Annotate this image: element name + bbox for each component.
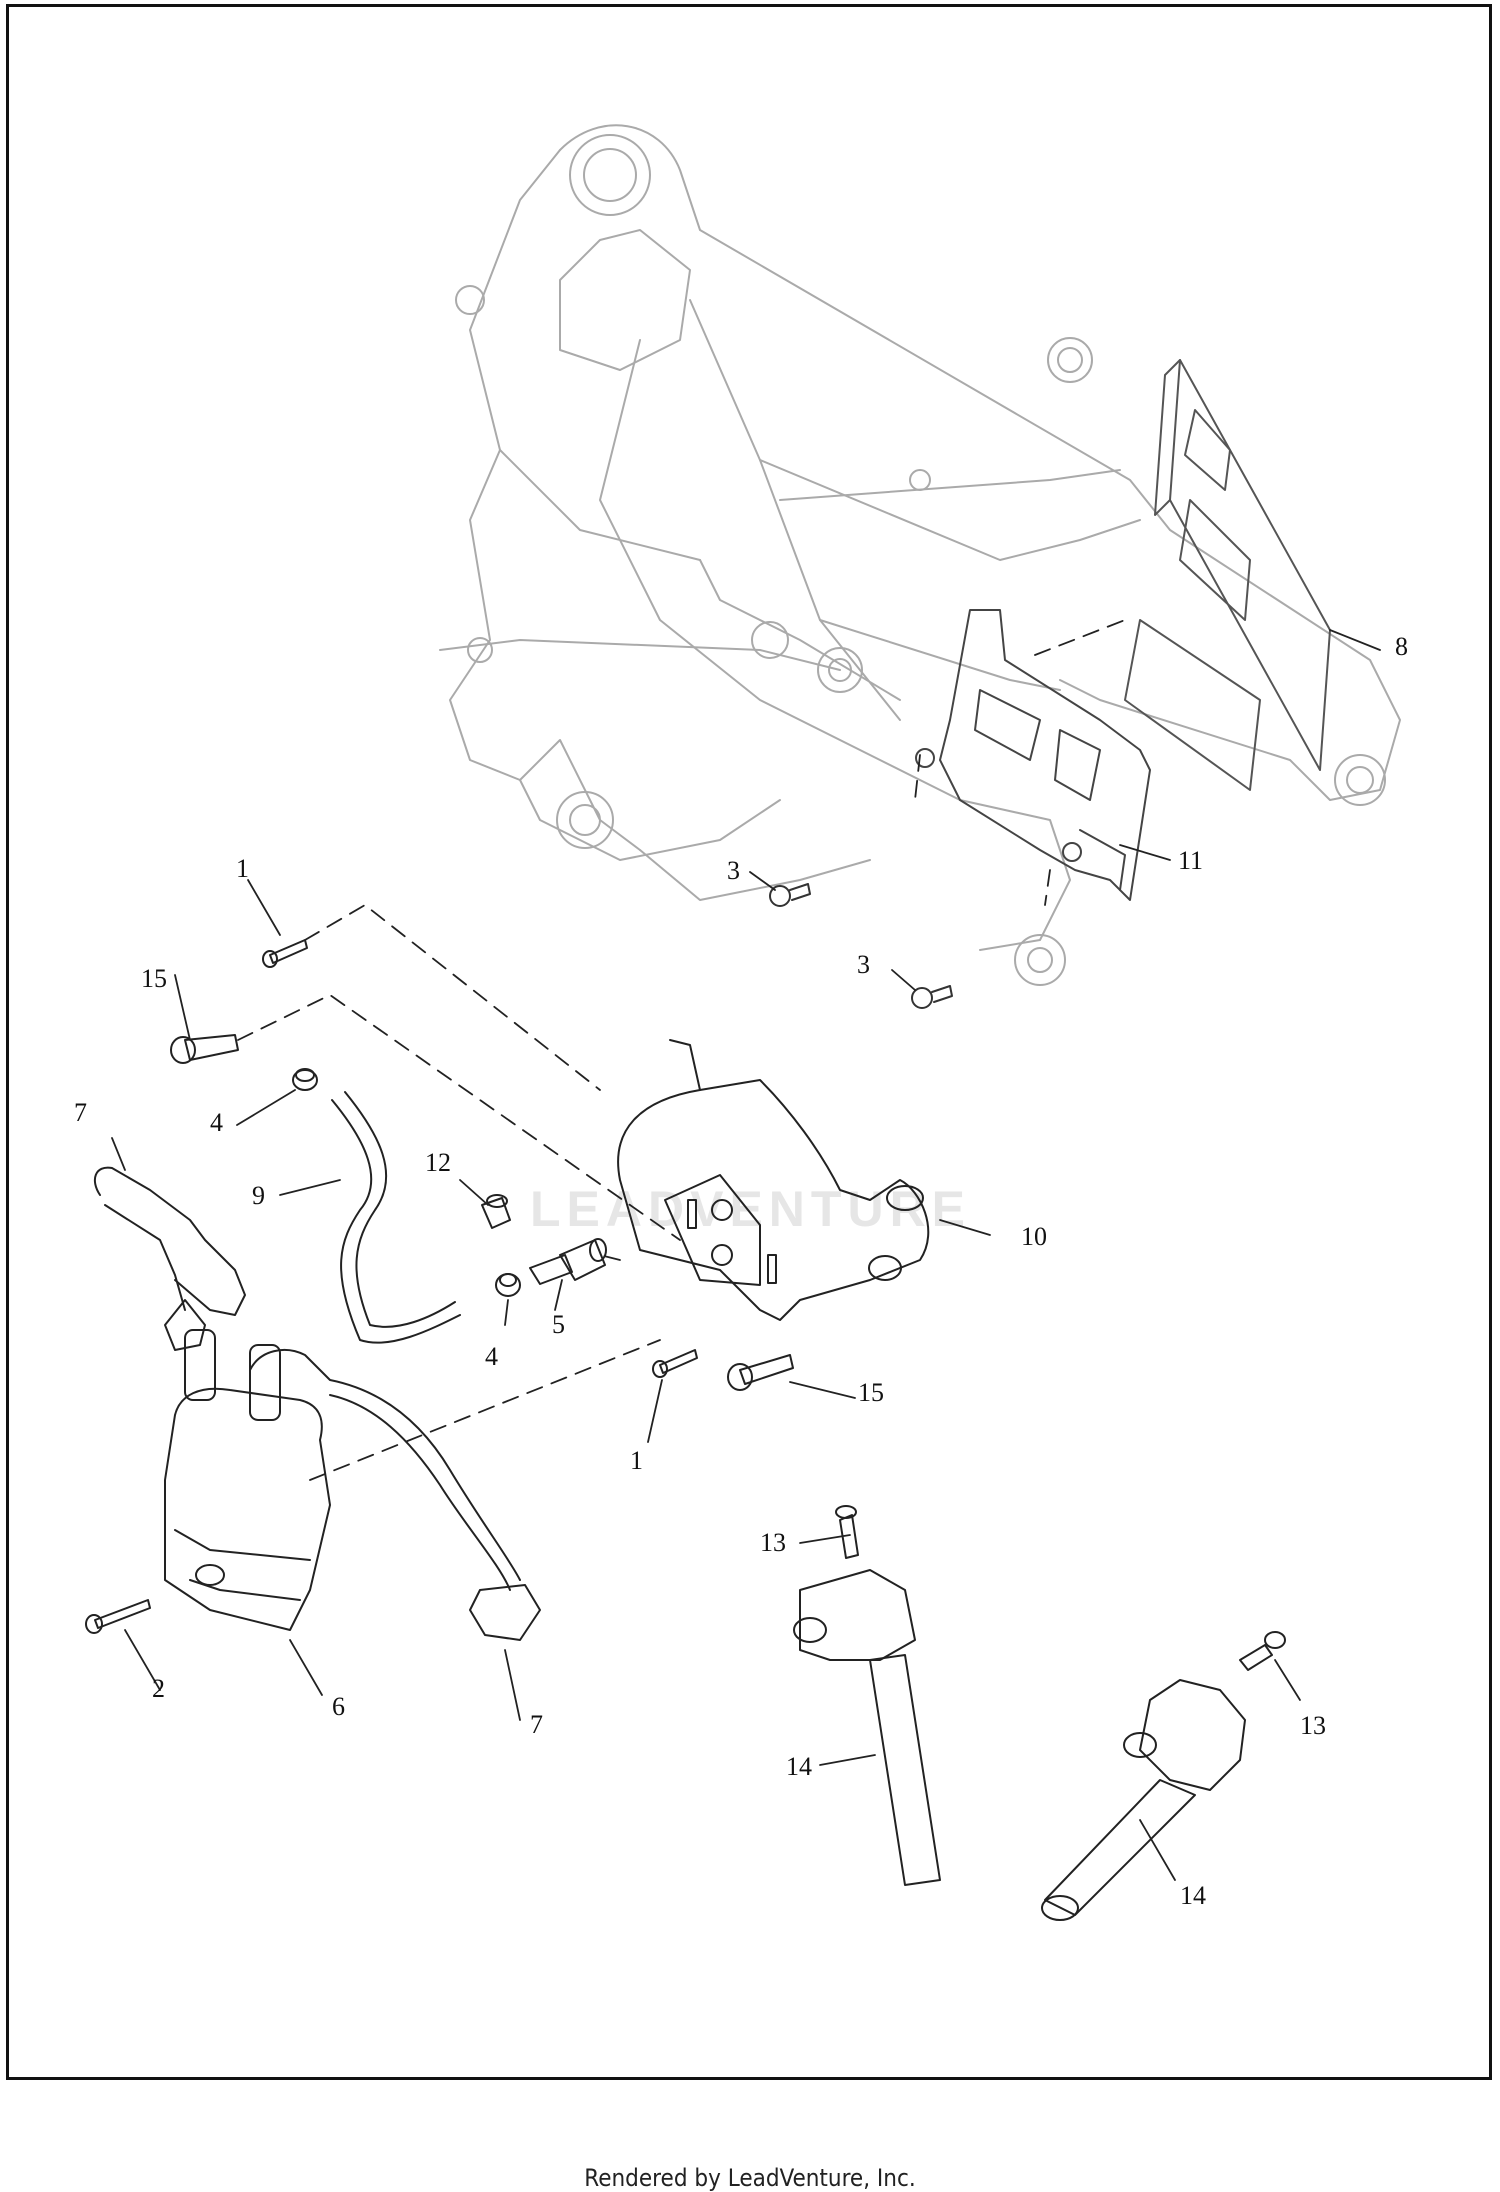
bolt-15b (727, 1354, 794, 1391)
bolt-3a (769, 883, 811, 907)
callout-1a: 1 (236, 854, 249, 883)
callout-8: 8 (1395, 632, 1408, 661)
callout-9: 9 (252, 1181, 265, 1210)
ignition-coil (164, 1329, 331, 1631)
leader-lines (111, 629, 1381, 1881)
pencil-coil-upper (793, 1505, 941, 1886)
callout-13a: 13 (760, 1528, 786, 1557)
callout-7a: 7 (74, 1098, 87, 1127)
spark-plug-lead-upper (93, 1166, 246, 1351)
motorcycle-frame (439, 124, 1401, 986)
pencil-coil-lower (1041, 1631, 1286, 1921)
cap-12 (481, 1194, 511, 1229)
bolt-2 (85, 1599, 151, 1634)
callout-4a: 4 (210, 1108, 223, 1137)
callout-15b: 15 (858, 1378, 884, 1407)
clamp-4a (292, 1068, 318, 1091)
callout-14a: 14 (786, 1752, 812, 1781)
callout-10: 10 (1021, 1222, 1047, 1251)
clamp-4b (495, 1273, 521, 1297)
ecm-module (1124, 359, 1331, 791)
callout-13b: 13 (1300, 1711, 1326, 1740)
bolt-1b (652, 1349, 698, 1378)
callout-12: 12 (425, 1148, 451, 1177)
callout-5: 5 (552, 1310, 565, 1339)
callout-7b: 7 (530, 1710, 543, 1739)
vent-hose (331, 1091, 461, 1344)
bolt-3b (911, 985, 953, 1009)
footer-credit: Rendered by LeadVenture, Inc. (584, 2164, 916, 2192)
valve-5 (529, 1238, 607, 1285)
mounting-bracket (915, 609, 1151, 901)
callout-14b: 14 (1180, 1881, 1206, 1910)
coil-bracket (617, 1039, 930, 1321)
callout-11: 11 (1178, 846, 1204, 875)
diagram-frame (6, 4, 1492, 2080)
callout-1b: 1 (630, 1446, 643, 1475)
callout-3b: 3 (857, 950, 870, 979)
bolt-1a (262, 939, 308, 968)
bolt-15a (170, 1034, 239, 1064)
callout-3a: 3 (727, 856, 740, 885)
spark-plug-lead-lower (249, 1349, 541, 1641)
callout-4b: 4 (485, 1342, 498, 1371)
alignment-lines (237, 619, 1126, 1481)
callout-6: 6 (332, 1692, 345, 1721)
callout-2: 2 (152, 1674, 165, 1703)
callout-15a: 15 (141, 964, 167, 993)
